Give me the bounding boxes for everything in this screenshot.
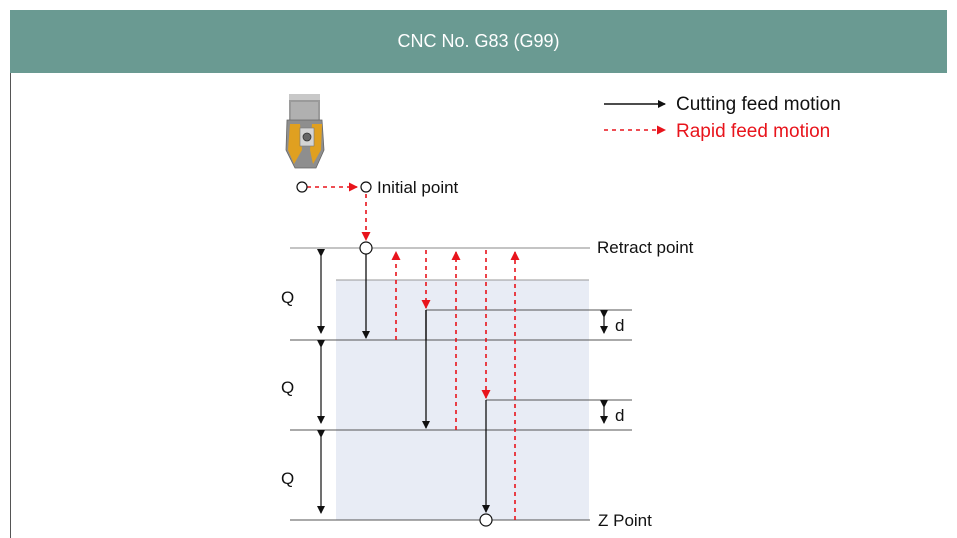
d2-label: d [615,406,624,425]
q1-label: Q [281,288,294,307]
initial-point-marker [360,181,372,193]
d1-label: d [615,316,624,335]
q2-label: Q [281,378,294,397]
retract-point-label: Retract point [597,238,694,257]
start-point-marker [296,181,308,193]
z-point-marker [479,513,493,527]
q3-label: Q [281,469,294,488]
retract-point-marker [359,241,373,255]
legend-rapid-label: Rapid feed motion [676,121,830,142]
header-bar: CNC No. G83 (G99) [10,10,947,73]
left-border [10,73,11,538]
drill-tool-icon [285,94,325,169]
legend-cutting-label: Cutting feed motion [676,94,841,115]
initial-point-label: Initial point [377,178,459,197]
page-title: CNC No. G83 (G99) [397,31,560,51]
z-point-label: Z Point [598,511,652,530]
